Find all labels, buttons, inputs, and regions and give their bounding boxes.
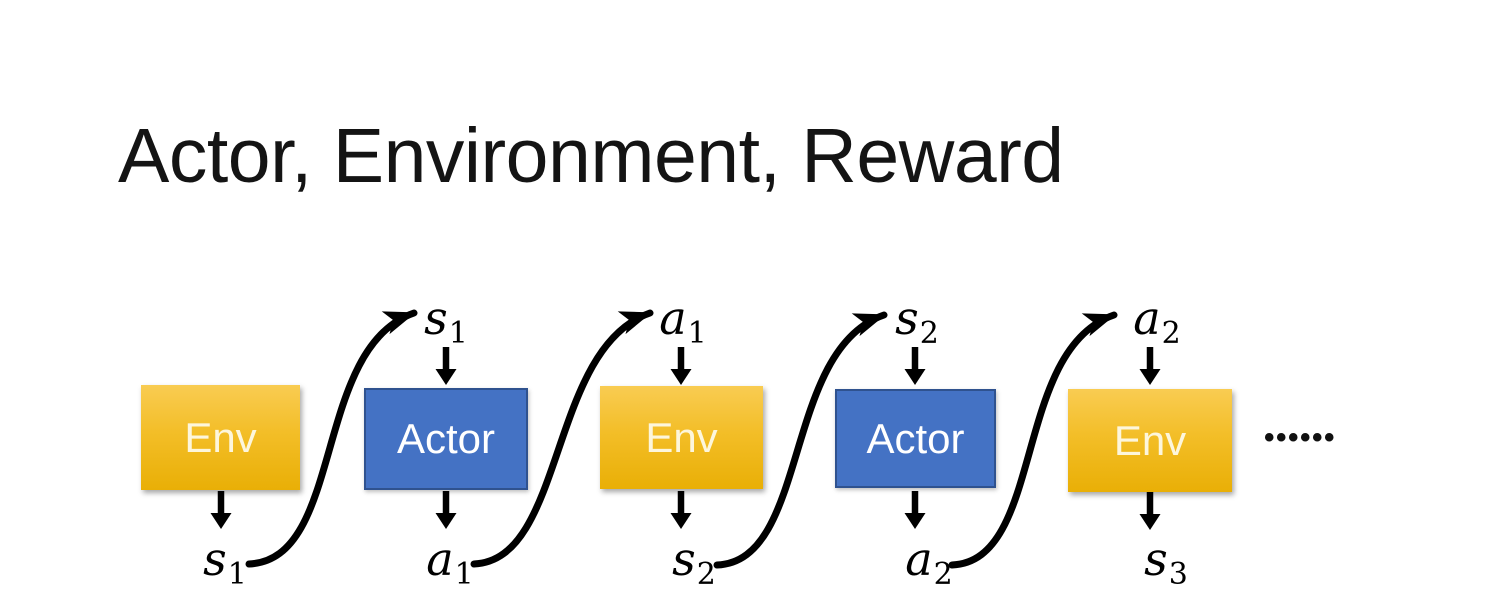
input-arrow-actor2 [904,347,926,385]
input-arrow-env3 [1139,347,1161,385]
input-arrow-actor1 [435,347,457,385]
top-label-a2: a2 [1133,291,1181,351]
bottom-label-a1: a1 [426,532,474,592]
continuation-dots: •••••• [1264,421,1337,454]
env-box-3-label: Env [1113,416,1187,464]
output-arrow-env2 [670,491,692,529]
bottom-label-s1: s1 [203,532,247,592]
output-arrow-actor2 [904,491,926,529]
env-box-2-label: Env [645,413,718,461]
actor-box-1: Actor [364,388,528,490]
input-arrow-env2 [670,347,692,385]
slide-title: Actor, Environment, Reward [118,113,1064,199]
bottom-label-a2: a2 [905,532,953,592]
output-arrow-actor1 [435,491,457,529]
env-box-1: Env [141,385,300,490]
top-label-s1: s1 [424,291,468,351]
output-arrow-env3 [1139,492,1161,530]
top-label-a1: a1 [659,291,707,351]
top-label-s2: s2 [895,291,939,351]
actor-box-1-label: Actor [396,415,496,462]
env-box-1-label: Env [184,413,257,461]
actor-box-2: Actor [835,389,996,488]
bottom-label-s2: s2 [672,532,716,592]
env-box-3: Env [1068,389,1232,492]
output-arrow-env1 [210,491,232,529]
actor-box-2-label: Actor [866,414,965,462]
env-box-2: Env [600,386,763,489]
bottom-label-s3: s3 [1144,532,1188,592]
